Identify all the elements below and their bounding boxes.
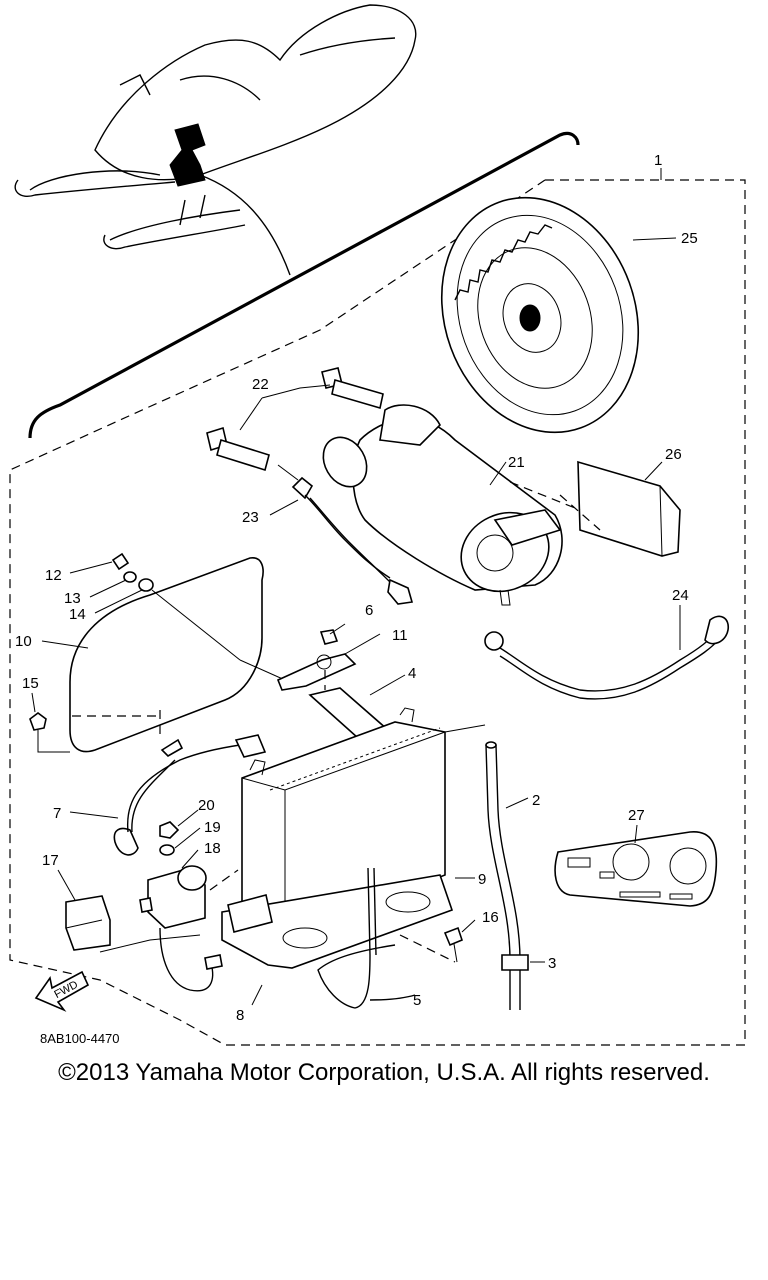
callout-8: 8: [236, 1007, 244, 1024]
wire-harness: [69, 734, 267, 856]
callout-27: 27: [628, 807, 645, 824]
battery-case: [221, 874, 475, 1006]
bolt-16: [399, 919, 476, 963]
cover-plate: [41, 557, 264, 753]
callout-19: 19: [204, 819, 221, 836]
callout-12: 12: [45, 567, 62, 584]
forward-arrow: FWD: [34, 970, 90, 1012]
starter-lead: [269, 464, 414, 605]
callout-24: 24: [672, 587, 689, 604]
bolt-washer-set: [69, 552, 286, 681]
callout-13: 13: [64, 590, 81, 607]
callout-26: 26: [665, 446, 682, 463]
callout-6: 6: [365, 602, 373, 619]
flywheel: [440, 196, 677, 434]
callout-14: 14: [69, 606, 86, 623]
callout-11: 11: [392, 627, 408, 644]
callout-5: 5: [413, 992, 421, 1009]
callout-2: 2: [532, 792, 540, 809]
clamp-and-band: [276, 623, 406, 739]
callout-21: 21: [508, 454, 525, 471]
snowmobile-overview: [14, 4, 580, 439]
starter-relay: [139, 809, 239, 992]
copyright-notice: ©2013 Yamaha Motor Corporation, U.S.A. A…: [58, 1059, 710, 1086]
detail-bracket: [28, 131, 580, 439]
relay: [57, 869, 201, 953]
vent-tube: [485, 741, 545, 1010]
callout-16: 16: [482, 909, 499, 926]
parts-diagram: FWD 8AB100-4470 1 2 3 4 5 6 7 8 9 10 11 …: [9, 4, 746, 1046]
starter-cable: [484, 605, 730, 700]
callout-17: 17: [42, 852, 59, 869]
callout-10: 10: [15, 633, 32, 650]
part-26: [509, 460, 681, 557]
callout-15: 15: [22, 675, 39, 692]
callout-20: 20: [198, 797, 215, 814]
callout-1: 1: [654, 152, 662, 169]
component-location-marker: [169, 123, 206, 187]
nut-15: [29, 692, 70, 753]
callout-3: 3: [548, 955, 556, 972]
bolts: [206, 367, 384, 472]
label-plate: [554, 824, 718, 907]
hold-down-strap: [317, 867, 416, 1009]
callout-23: 23: [242, 509, 259, 526]
callout-7: 7: [53, 805, 61, 822]
starter-motor: [322, 404, 563, 606]
callout-25: 25: [681, 230, 698, 247]
assembly-outline: [9, 179, 746, 1046]
callout-4: 4: [408, 665, 416, 682]
callout-18: 18: [204, 840, 221, 857]
figure-code: 8AB100-4470: [40, 1031, 120, 1046]
callout-9: 9: [478, 871, 486, 888]
callout-22: 22: [252, 376, 269, 393]
